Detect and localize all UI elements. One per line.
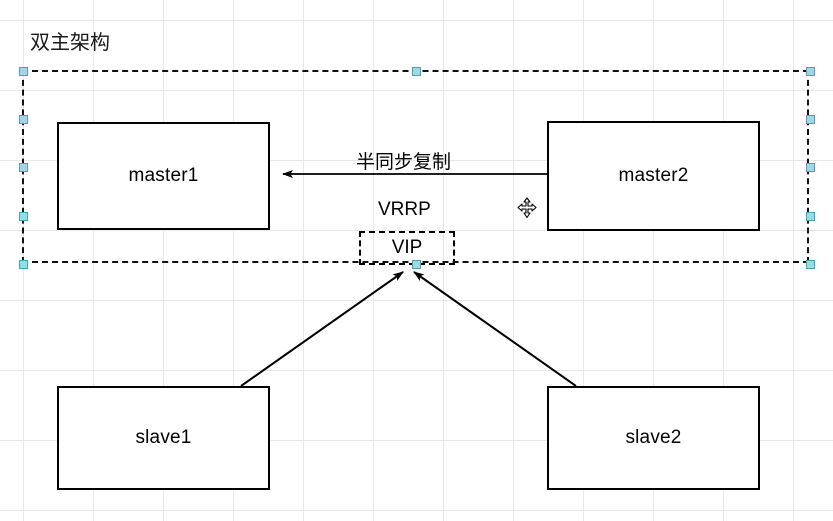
selection-handle-7[interactable] xyxy=(18,211,28,221)
node-master2[interactable]: master2 xyxy=(547,121,760,231)
node-vip[interactable]: VIP xyxy=(359,231,455,265)
node-label-master2: master2 xyxy=(618,165,689,186)
selection-handle-6[interactable] xyxy=(805,162,815,172)
selection-handle-3[interactable] xyxy=(18,114,28,124)
selection-handle-9[interactable] xyxy=(18,259,28,269)
selection-handle-1[interactable] xyxy=(411,66,421,76)
selection-handle-11[interactable] xyxy=(805,259,815,269)
edge-label-replication: 半同步复制 xyxy=(356,152,452,173)
node-slave2[interactable]: slave2 xyxy=(547,386,760,490)
selection-handle-5[interactable] xyxy=(18,162,28,172)
node-label-slave2: slave2 xyxy=(625,427,682,448)
selection-handle-4[interactable] xyxy=(805,114,815,124)
edge-slave2-to-vip[interactable] xyxy=(413,271,577,387)
edge-label-vrrp: VRRP xyxy=(378,199,431,220)
node-slave1[interactable]: slave1 xyxy=(57,386,270,490)
node-label-master1: master1 xyxy=(128,165,199,186)
node-label-slave1: slave1 xyxy=(135,427,192,448)
selection-handle-10[interactable] xyxy=(411,259,421,269)
page-title: 双主架构 xyxy=(30,32,110,54)
selection-handle-8[interactable] xyxy=(805,211,815,221)
edge-slave1-to-vip[interactable] xyxy=(240,271,404,387)
move-cursor-icon xyxy=(517,197,537,219)
selection-handle-2[interactable] xyxy=(805,66,815,76)
node-master1[interactable]: master1 xyxy=(57,122,270,230)
node-label-vip: VIP xyxy=(391,237,423,258)
selection-handle-0[interactable] xyxy=(18,66,28,76)
